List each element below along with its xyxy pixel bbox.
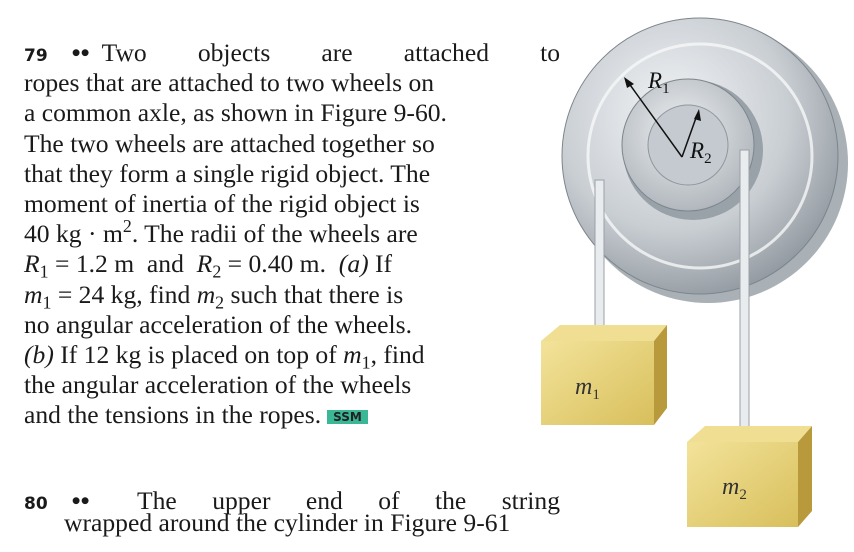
r1-value: = 1.2 m and [48,249,197,279]
text-line: that they form a single rigid object. Th… [24,158,431,188]
part-a-label: (a) [338,249,369,279]
mass-m2-side [798,426,812,527]
text-word: of [378,486,400,515]
text-line: ropes that are attached to two wheels on [24,68,435,98]
ssm-badge[interactable]: SSM [327,410,368,425]
inertia-value: 40 kg [24,219,82,249]
m1-label: m1 [575,374,600,403]
text-word: string [501,486,560,515]
m1-symbol: m [343,339,362,369]
mass-line: m1 = 24 kg, find m2 such that there is [24,279,560,312]
subscript: 1 [361,352,371,373]
r1-symbol: R [24,249,40,279]
axle-hub [647,104,729,186]
subscript: 1 [42,291,52,312]
tensions-line: and the tensions in the ropes. SSM [24,400,560,430]
text-fragment: and the tensions in the ropes. [24,400,322,430]
m1-symbol: m [24,279,43,309]
r2-label: R2 [689,138,712,167]
m2-label: m2 [722,474,747,503]
r1-label: R1 [647,68,670,97]
text-line: the angular acceleration of the wheels [24,370,412,400]
radii-line: R1 = 1.2 m and R2 = 0.40 m. (a) If [24,249,560,282]
r2-value: = 0.40 m. [221,249,326,279]
text-word: upper [212,486,271,515]
r2-symbol: R [196,249,213,279]
clipped-text-line: wrapped around the cylinder in Figure 9-… [64,508,584,537]
problem-number: 79 [24,46,48,66]
part-b-label: (b) [24,339,54,369]
difficulty-dots: •• [71,486,90,515]
text-fragment: such that there is [224,279,404,309]
text-line: a common axle, as shown in Figure 9-60. [24,98,447,128]
mass-m2-box [687,442,798,527]
text-line: The two wheels are attached together so [24,128,435,158]
text-line: wrapped around the cylinder in Figure 9-… [64,508,511,537]
mass-m1-top [541,325,667,341]
text-word: The [137,486,177,515]
problem-79: 79 •• Two objects are attached to ropes t… [24,38,560,430]
wheel-highlight [586,42,814,270]
text-line: no angular acceleration of the wheels. [24,309,412,339]
text-fragment: If 12 kg is placed on top of [53,339,344,369]
m2-symbol: m [196,279,216,309]
dot-operator: · [88,219,97,249]
text-fragment: If [368,249,393,279]
rope-1 [594,179,605,331]
pulley-figure: R1 R2 m1 m2 [541,17,848,527]
problem-80: 80 •• The upper end of the string [24,486,560,519]
problem-number: 80 [24,494,48,514]
text-fragment: . The radii of the wheels are [131,219,418,249]
m1-value: = 24 kg, find [51,279,197,309]
mass-m2-top [687,426,812,442]
text-line: moment of inertia of the rigid object is [24,188,420,218]
subscript: 1 [39,261,49,282]
r1-arrowhead [624,77,634,88]
text-word: end [305,486,343,515]
r2-arrowhead [694,109,701,121]
exponent: 2 [122,216,132,237]
difficulty-dots: •• [71,38,90,67]
text-word: the [435,486,467,515]
subscript: 2 [215,291,225,312]
rope-2 [739,149,750,433]
problem-79-line-1: 79 •• Two objects are attached to [24,38,560,68]
part-b-line: (b) If 12 kg is placed on top of m1, fin… [24,339,560,373]
unit: m [102,219,123,249]
mass-m1-side [654,325,667,425]
r1-arrow [627,81,683,158]
text-line: Two objects are attached to [101,38,560,67]
inertia-line: 40 kg · m2. The radii of the wheels are [24,216,560,249]
r2-arrow [681,114,698,158]
mass-m1-box [541,341,654,425]
text-fragment: , find [370,339,425,369]
subscript: 2 [212,261,222,282]
